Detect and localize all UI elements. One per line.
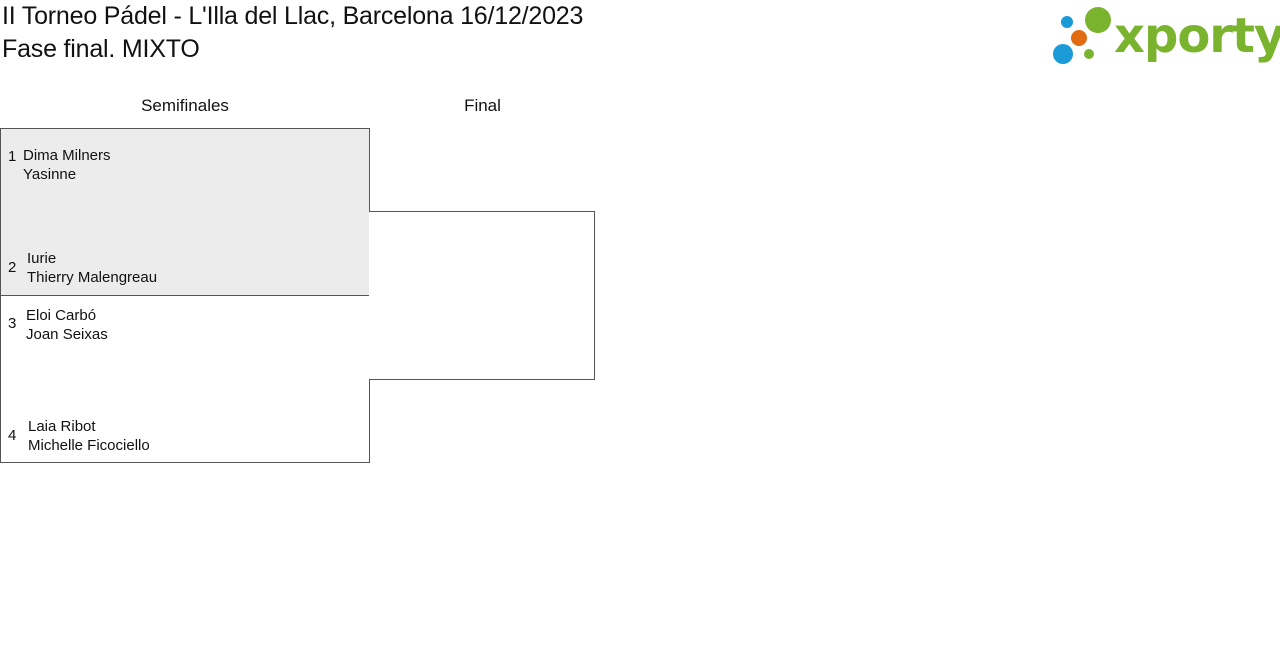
semifinal-match-1[interactable]: 1 Dima Milners Yasinne 2 Iurie Thierry M… bbox=[0, 128, 370, 296]
team-row[interactable]: 4 Laia Ribot Michelle Ficociello bbox=[1, 416, 369, 456]
logo-wordmark: xporty bbox=[1114, 8, 1280, 64]
semifinal-match-2[interactable]: 3 Eloi Carbó Joan Seixas 4 Laia Ribot Mi… bbox=[0, 295, 370, 463]
xporty-logo[interactable]: xporty bbox=[1050, 2, 1280, 68]
player-name: Thierry Malengreau bbox=[27, 269, 158, 286]
seed-number: 3 bbox=[8, 315, 17, 332]
team-row[interactable]: 3 Eloi Carbó Joan Seixas bbox=[1, 305, 369, 345]
team-players: Eloi Carbó Joan Seixas bbox=[26, 306, 108, 344]
final-match-slot[interactable] bbox=[369, 211, 595, 380]
page-subtitle: Fase final. MIXTO bbox=[2, 35, 200, 63]
player-name: Eloi Carbó bbox=[26, 307, 97, 324]
seed-number: 4 bbox=[8, 427, 17, 444]
team-row[interactable]: 2 Iurie Thierry Malengreau bbox=[1, 248, 369, 288]
logo-dots-icon bbox=[1053, 7, 1111, 64]
team-players: Laia Ribot Michelle Ficociello bbox=[28, 417, 150, 455]
player-name: Joan Seixas bbox=[26, 326, 108, 343]
team-players: Iurie Thierry Malengreau bbox=[27, 249, 157, 287]
round-header-final: Final bbox=[464, 96, 501, 115]
player-name: Iurie bbox=[27, 250, 57, 267]
team-players: Dima Milners Yasinne bbox=[23, 146, 111, 184]
page-title: II Torneo Pádel - L'Illa del Llac, Barce… bbox=[2, 2, 584, 30]
player-name: Yasinne bbox=[23, 166, 77, 183]
team-row[interactable]: 1 Dima Milners Yasinne bbox=[1, 137, 369, 183]
seed-number: 2 bbox=[8, 259, 17, 276]
seed-number: 1 bbox=[8, 148, 17, 165]
round-header-semifinals: Semifinales bbox=[141, 96, 229, 115]
player-name: Dima Milners bbox=[23, 147, 111, 164]
player-name: Michelle Ficociello bbox=[28, 437, 150, 454]
player-name: Laia Ribot bbox=[28, 418, 96, 435]
